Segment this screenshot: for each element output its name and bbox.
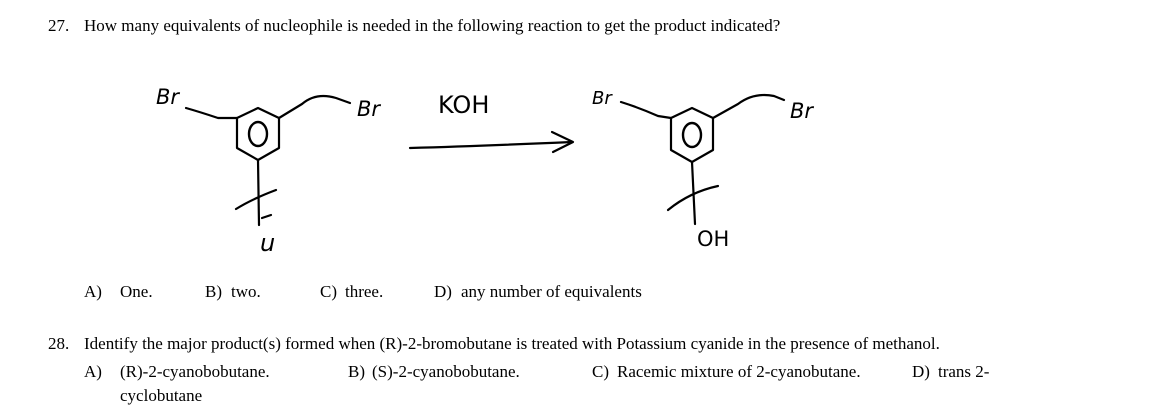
question-27-text: How many equivalents of nucleophile is n… bbox=[84, 16, 781, 35]
q27-option-c-text: three. bbox=[345, 282, 384, 301]
product-bond-right bbox=[711, 93, 786, 120]
q27-option-b-letter: B) bbox=[205, 282, 222, 301]
question-28-number: 28. bbox=[48, 334, 70, 353]
q27-option-d-letter: D) bbox=[434, 282, 452, 301]
q28-option-b-text: (S)-2-cyanobobutane. bbox=[372, 362, 520, 381]
q28-option-b-letter: B) bbox=[348, 362, 365, 381]
reactant-ring-circle bbox=[247, 120, 269, 148]
reactant-bond-down bbox=[256, 158, 261, 227]
reaction-arrow-line bbox=[408, 140, 574, 150]
reaction-arrow-head bbox=[550, 130, 575, 154]
reactant-br-top-left: Br bbox=[156, 85, 180, 109]
q28-option-c-letter: C) bbox=[592, 362, 609, 381]
product-br-top-left: Br bbox=[592, 88, 612, 109]
q28-option-c-text: Racemic mixture of 2-cyanobutane. bbox=[617, 362, 861, 381]
product-oh-label: OH bbox=[697, 227, 730, 251]
q28-option-d-text: trans 2- bbox=[938, 362, 990, 381]
q27-option-d-text: any number of equivalents bbox=[461, 282, 642, 301]
q27-option-c-letter: C) bbox=[320, 282, 337, 301]
q28-option-d-continuation: cyclobutane bbox=[120, 386, 203, 405]
reactant-tick-bond bbox=[260, 213, 273, 220]
reagent-label: KOH bbox=[438, 91, 490, 119]
q27-option-b-text: two. bbox=[231, 282, 261, 301]
product-ring-circle bbox=[681, 121, 703, 149]
reactant-bond-br-left bbox=[184, 106, 239, 120]
reactant-bottom-label: u bbox=[260, 229, 276, 257]
q27-option-a-text: One. bbox=[120, 282, 153, 301]
product-cross-bond bbox=[666, 184, 720, 212]
reactant-benzene-ring bbox=[235, 106, 281, 162]
reactant-cross-bond bbox=[234, 188, 278, 211]
product-bond-br-left bbox=[619, 100, 673, 120]
question-27-number: 27. bbox=[48, 16, 70, 35]
question-28-text: Identify the major product(s) formed whe… bbox=[84, 334, 940, 353]
q28-option-d-letter: D) bbox=[912, 362, 930, 381]
reactant-bond-right bbox=[277, 94, 352, 120]
q27-option-a-letter: A) bbox=[84, 282, 102, 301]
q28-option-a-letter: A) bbox=[84, 362, 102, 381]
reactant-br-right: Br bbox=[357, 97, 381, 121]
product-br-right: Br bbox=[790, 99, 814, 123]
q28-option-a-text: (R)-2-cyanobobutane. bbox=[120, 362, 270, 381]
product-benzene-ring bbox=[669, 106, 715, 164]
